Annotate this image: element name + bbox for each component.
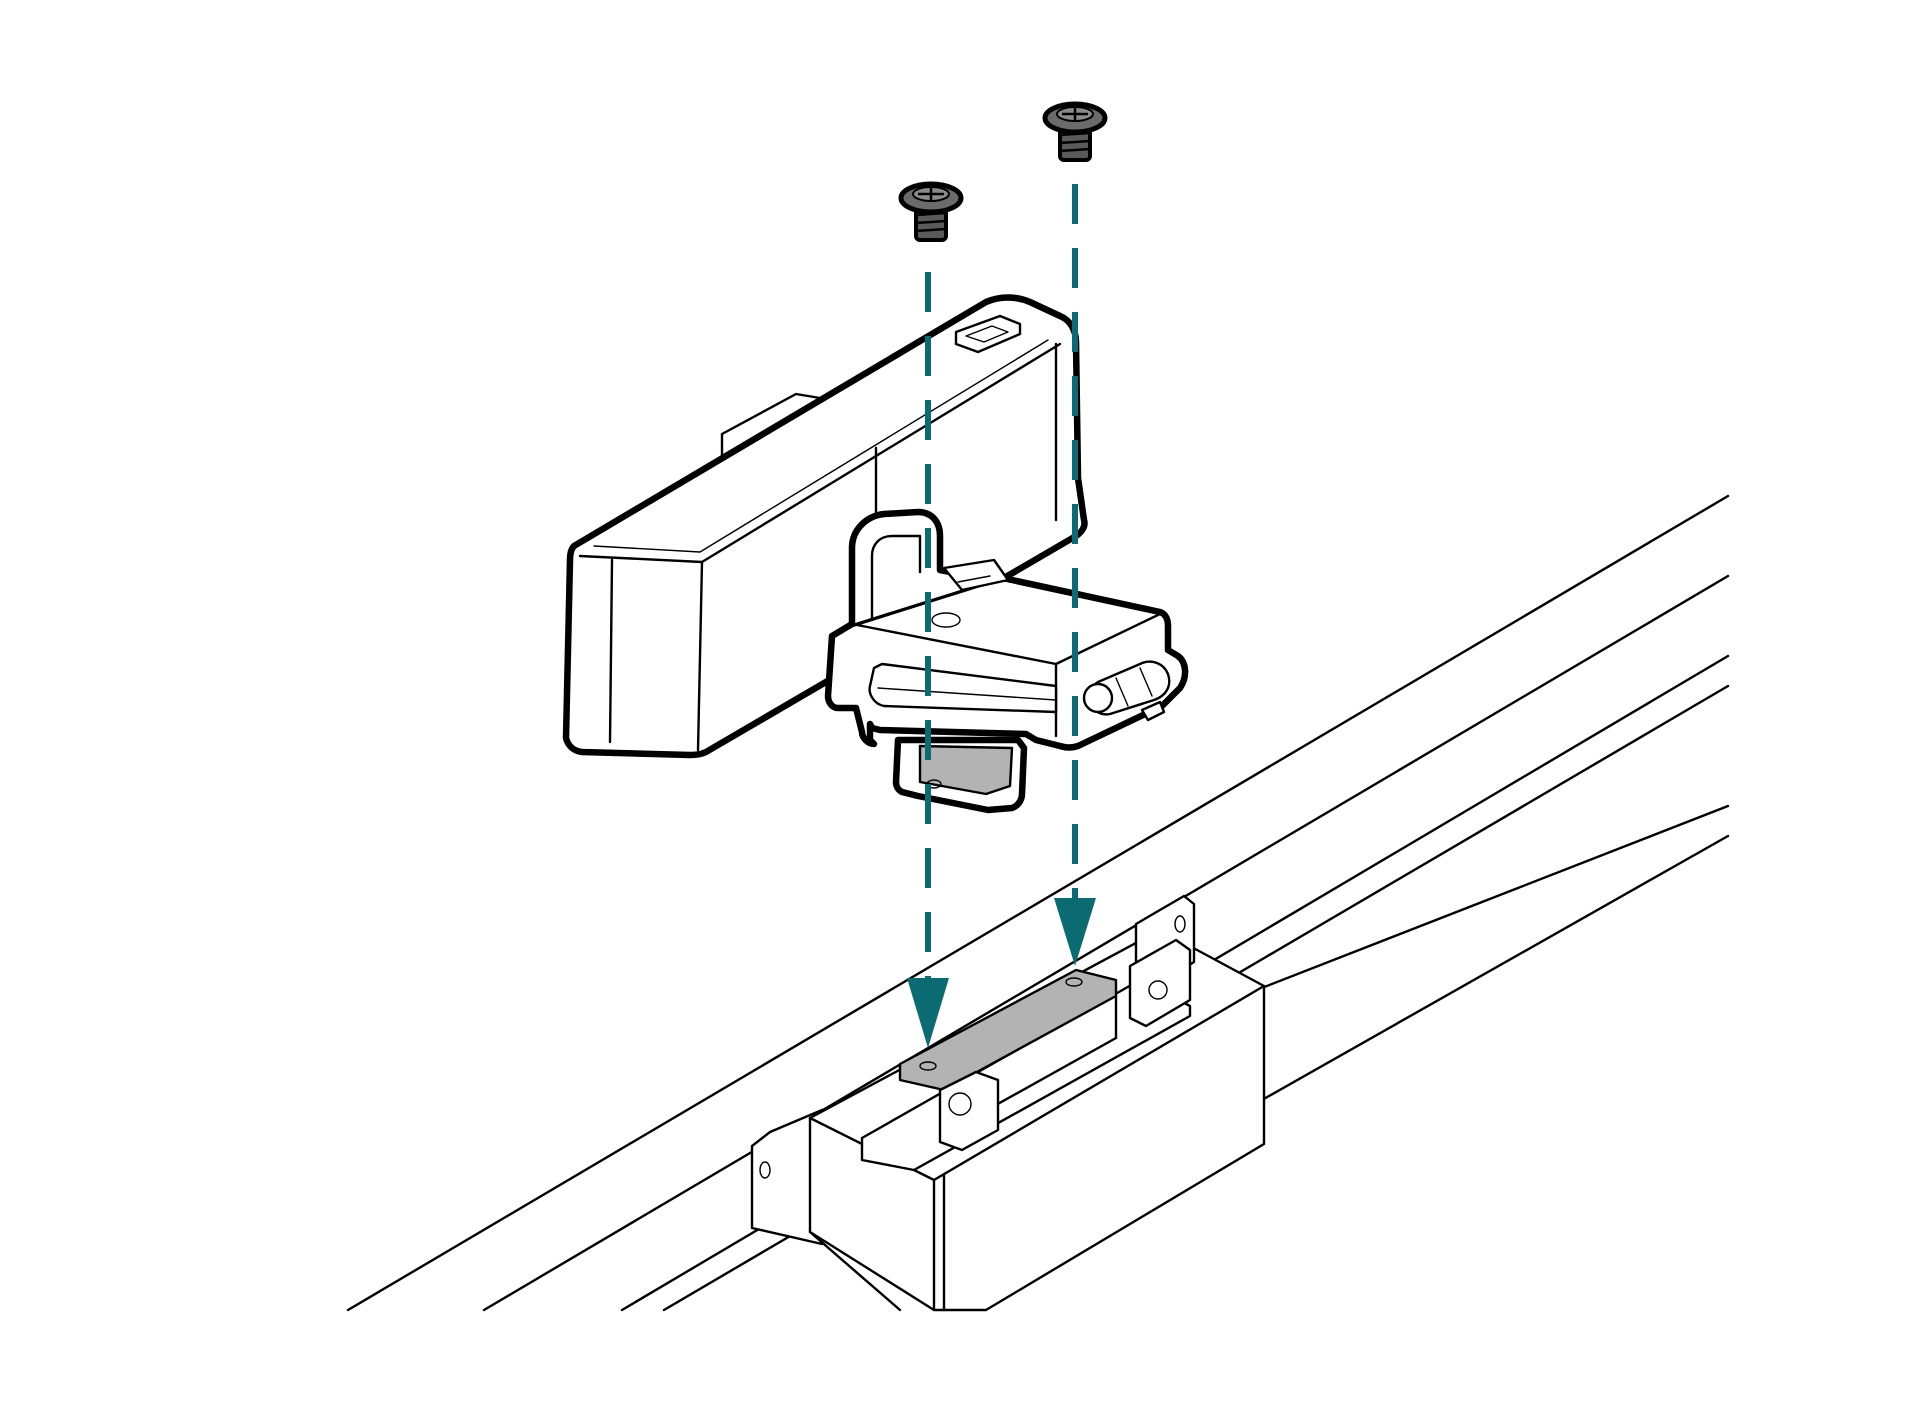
- guide-1: [907, 272, 949, 1048]
- arrow-down-icon: [907, 978, 949, 1048]
- screw-1: [898, 181, 964, 242]
- arrow-down-icon: [1054, 898, 1096, 966]
- screw-icon: [898, 181, 964, 242]
- printer-rail: [346, 494, 1730, 1312]
- guide-2: [1054, 184, 1096, 966]
- screw-icon: [1042, 101, 1108, 162]
- screw-2: [1042, 101, 1108, 162]
- mounting-bracket: [824, 508, 1189, 814]
